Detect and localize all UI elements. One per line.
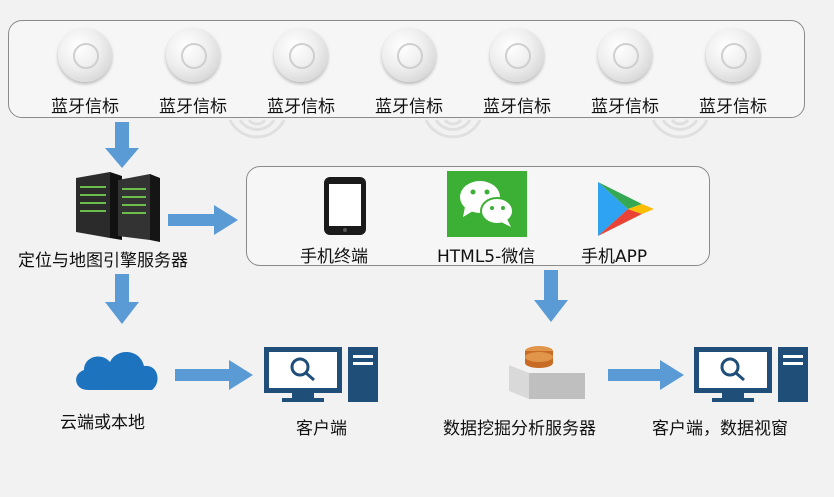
bluetooth-beacon-icon <box>166 28 220 82</box>
beacon-item: 蓝牙信标 <box>580 28 670 117</box>
signal-wave-icon <box>651 118 709 139</box>
arrow-right-icon <box>175 360 253 390</box>
beacon-label: 蓝牙信标 <box>699 97 767 117</box>
bluetooth-beacon-icon <box>598 28 652 82</box>
computer-client-icon <box>264 347 378 402</box>
bluetooth-beacon-icon <box>490 28 544 82</box>
beacon-label: 蓝牙信标 <box>267 97 335 117</box>
beacon-item: 蓝牙信标 <box>472 28 562 117</box>
arrow-right-icon <box>608 360 684 390</box>
cloud-or-local-label: 云端或本地 <box>60 413 145 433</box>
beacon-item: 蓝牙信标 <box>688 28 778 117</box>
beacon-label: 蓝牙信标 <box>51 97 119 117</box>
html5-wechat-label: HTML5-微信 <box>437 247 536 267</box>
beacon-label: 蓝牙信标 <box>591 97 659 117</box>
beacon-item: 蓝牙信标 <box>364 28 454 117</box>
beacon-item: 蓝牙信标 <box>40 28 130 117</box>
wechat-icon <box>447 171 527 237</box>
bluetooth-beacon-icon <box>382 28 436 82</box>
google-play-icon <box>598 182 654 236</box>
beacon-item: 蓝牙信标 <box>256 28 346 117</box>
arrow-down-icon <box>534 270 568 322</box>
data-mining-server-icon <box>509 346 585 399</box>
mobile-app-label: 手机APP <box>581 247 648 267</box>
beacon-label: 蓝牙信标 <box>375 97 443 117</box>
mobile-phone-icon <box>324 177 366 235</box>
signal-wave-icon <box>228 118 286 139</box>
client-data-window-label: 客户端，数据视窗 <box>652 419 788 439</box>
mobile-terminal-label: 手机终端 <box>300 247 368 267</box>
signal-wave-icon <box>424 118 482 139</box>
arrow-down-icon <box>105 122 139 168</box>
cloud-icon <box>76 351 158 390</box>
bluetooth-beacon-icon <box>58 28 112 82</box>
arrow-down-icon <box>105 274 139 324</box>
server-rack-icon <box>76 172 160 242</box>
beacon-label: 蓝牙信标 <box>159 97 227 117</box>
bluetooth-beacon-icon <box>274 28 328 82</box>
data-mining-server-label: 数据挖掘分析服务器 <box>443 419 596 439</box>
beacon-label: 蓝牙信标 <box>483 97 551 117</box>
bluetooth-beacon-icon <box>706 28 760 82</box>
positioning-server-label: 定位与地图引擎服务器 <box>18 251 188 271</box>
beacon-item: 蓝牙信标 <box>148 28 238 117</box>
arrow-right-icon <box>168 205 238 235</box>
client-label: 客户端 <box>296 419 347 439</box>
computer-client-icon <box>694 347 808 402</box>
